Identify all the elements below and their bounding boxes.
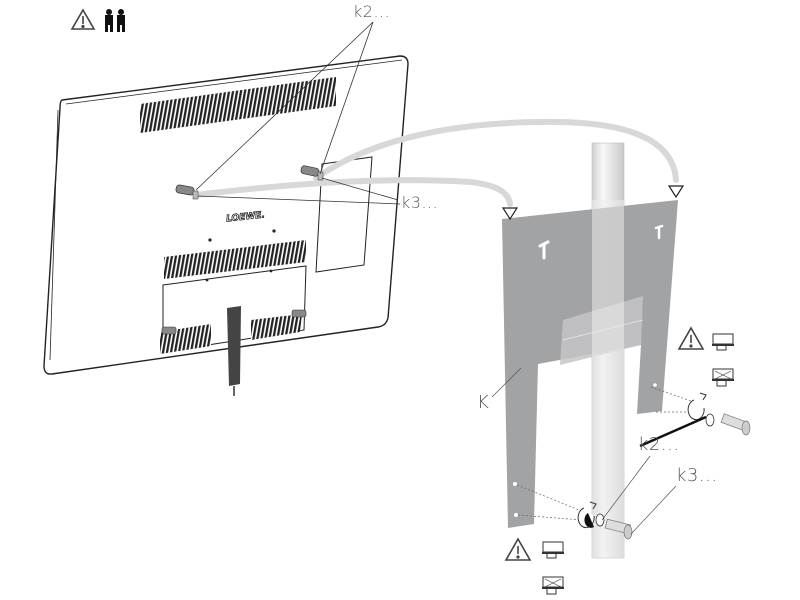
label-k2-top: k2... — [353, 2, 391, 21]
leader-lines-top — [195, 21, 401, 205]
vent-middle — [164, 240, 306, 279]
tv-back: LOEWE. — [43, 55, 409, 396]
position-arrows — [501, 185, 685, 221]
guide-paths — [193, 118, 679, 207]
hardware-upper — [639, 386, 751, 448]
label-K-bracket: K — [477, 392, 490, 413]
top-bolts — [175, 165, 324, 200]
label-k3-bottom: k3... — [676, 465, 718, 486]
warning-triangle-icon — [70, 8, 96, 30]
warning-triangle-icon — [677, 326, 705, 350]
two-persons-icon — [105, 9, 125, 32]
mount-bracket — [502, 200, 678, 528]
vent-top — [140, 77, 336, 133]
label-k2-bottom: k2... — [638, 434, 680, 455]
torque-tighten-icon — [712, 333, 734, 351]
torque-tighten-icon — [542, 541, 564, 559]
torque-loosen-icon — [542, 576, 564, 595]
torque-loosen-icon — [712, 368, 734, 387]
label-k3-top: k3... — [401, 193, 439, 212]
leader-lines-bottom — [491, 367, 677, 535]
warning-triangle-icon — [504, 537, 532, 561]
hardware-lower — [516, 484, 633, 540]
brand-logo: LOEWE. — [226, 210, 266, 224]
